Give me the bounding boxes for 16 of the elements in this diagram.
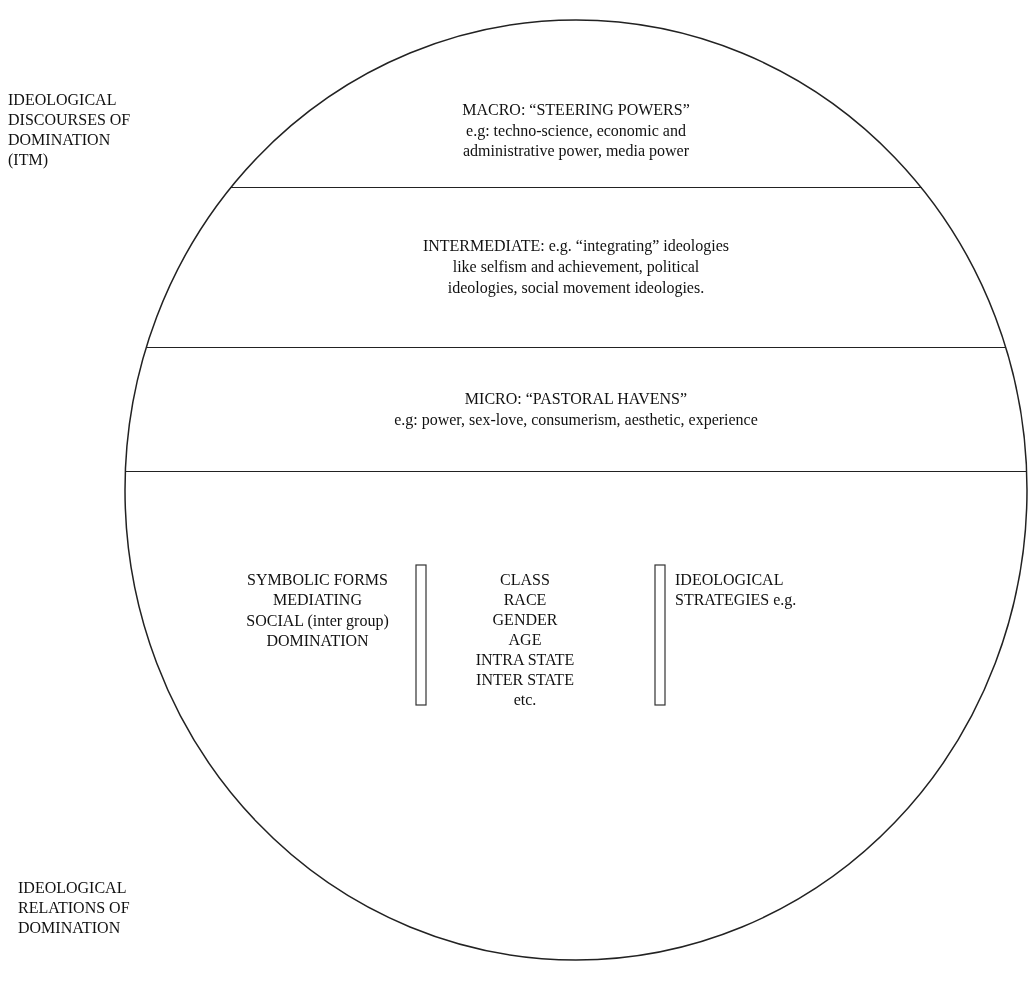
category-text: INTER STATE xyxy=(475,670,575,690)
band-heading: MACRO: “STEERING POWERS” xyxy=(462,99,690,120)
category-text: INTRA STATE xyxy=(474,650,576,670)
category-text: CLASS xyxy=(499,570,551,590)
band-heading: INTERMEDIATE: e.g. “integrating” ideologies like selfism and achievement, political ideologies, social movement ideologies. xyxy=(421,236,731,299)
category-text: etc. xyxy=(512,690,538,710)
side-label: IDEOLOGICAL RELATIONS OF DOMINATION xyxy=(18,878,131,938)
band-heading: MICRO: “PASTORAL HAVENS” xyxy=(464,388,688,409)
category-text: AGE xyxy=(507,630,543,650)
column-text: IDEOLOGICAL STRATEGIES e.g. xyxy=(675,570,798,610)
band-text: e.g: techno-science, economic and administrative power, media power xyxy=(462,120,690,162)
column-text: SYMBOLIC FORMS MEDIATING SOCIAL (inter group) DOMINATION xyxy=(245,570,390,652)
category-text: GENDER xyxy=(491,610,559,630)
category-text: RACE xyxy=(502,590,548,610)
side-label: IDEOLOGICAL DISCOURSES OF DOMINATION (ITM) xyxy=(8,90,132,170)
band-text: e.g: power, sex-love, consumerism, aesthetic, experience xyxy=(394,409,758,431)
